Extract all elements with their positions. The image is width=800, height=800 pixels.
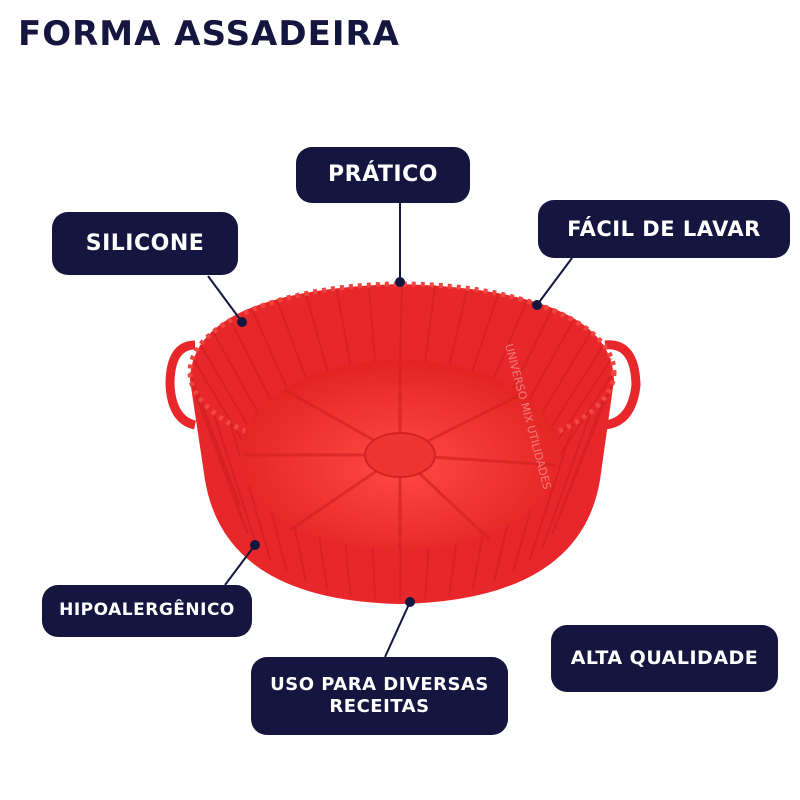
basket-rib bbox=[399, 283, 403, 361]
basket-rib bbox=[276, 300, 307, 379]
basket-rib bbox=[528, 319, 575, 400]
basket-rib bbox=[551, 398, 605, 535]
label-facil-de-lavar: FÁCIL DE LAVAR bbox=[538, 200, 790, 258]
left-handle bbox=[165, 340, 197, 430]
basket-rib bbox=[229, 423, 272, 562]
basket-rib bbox=[191, 357, 243, 441]
basket-rib bbox=[448, 288, 469, 365]
basket-rib bbox=[424, 284, 437, 362]
basket-rib bbox=[367, 285, 376, 362]
page-title: FORMA ASSADEIRA bbox=[18, 14, 400, 54]
label-alta-qualidade: ALTA QUALIDADE bbox=[551, 625, 778, 692]
label-uso-receitas: USO PARA DIVERSAS RECEITAS bbox=[251, 657, 508, 735]
basket-rib bbox=[559, 371, 615, 456]
label-hipoalergenico: HIPOALERGÊNICO bbox=[42, 585, 252, 637]
basket-rib bbox=[229, 319, 272, 400]
basket-rib bbox=[335, 288, 352, 365]
basket-rib bbox=[191, 385, 243, 521]
basket-rib bbox=[199, 344, 249, 427]
label-uso-line1: USO PARA DIVERSAS bbox=[270, 673, 489, 695]
basket-rib bbox=[541, 331, 592, 413]
basket-rib bbox=[189, 371, 241, 506]
basket-rib bbox=[251, 309, 288, 389]
basket-rib bbox=[541, 411, 592, 549]
basket-rib bbox=[212, 331, 259, 413]
right-handle bbox=[604, 340, 641, 430]
basket-rib bbox=[551, 344, 605, 427]
callout-lines bbox=[207, 203, 573, 658]
basket-rib bbox=[493, 300, 528, 379]
basket-rib bbox=[512, 309, 553, 389]
label-uso-line2: RECEITAS bbox=[329, 696, 430, 717]
label-silicone: SILICONE bbox=[52, 212, 238, 275]
basket-rib bbox=[304, 293, 329, 371]
label-pratico: PRÁTICO bbox=[296, 147, 470, 203]
basket-rib bbox=[212, 411, 259, 549]
basket-rib bbox=[471, 293, 500, 371]
basket-rib bbox=[528, 423, 575, 562]
